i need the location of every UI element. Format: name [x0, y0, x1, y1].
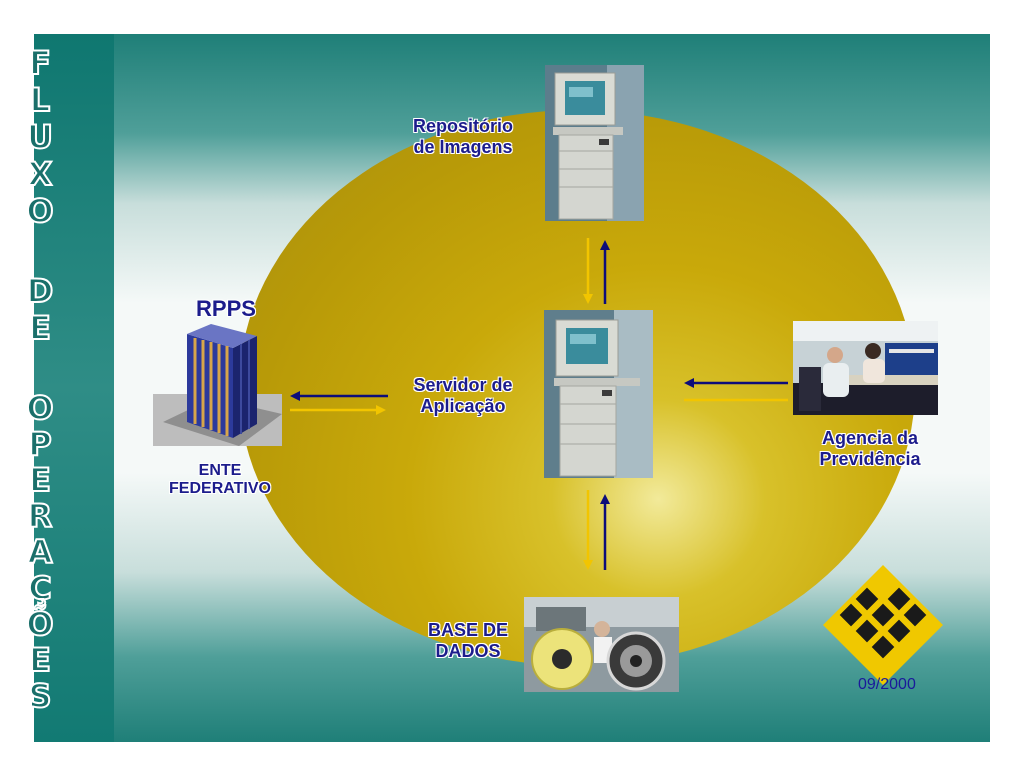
rpps-building-illustration — [153, 324, 282, 446]
database-label-line1: BASE DE — [427, 620, 508, 640]
database-label: BASE DE DADOS — [410, 620, 526, 661]
title-letter: L — [29, 81, 51, 119]
diamond-logo — [823, 565, 943, 685]
title-letter: S — [27, 677, 52, 715]
application-server-photo — [544, 310, 653, 478]
repository-label-line2: de Imagens — [413, 136, 513, 157]
title-letter: Õ — [25, 605, 54, 643]
image-repository-server-photo — [545, 65, 644, 221]
agency-label-line1: Agencia da — [821, 428, 919, 448]
title-letter: D — [26, 272, 55, 310]
social-security-agency-photo — [793, 321, 938, 415]
title-letter: O — [25, 389, 54, 427]
rpps-title: RPPS — [196, 296, 256, 321]
title-letter: A — [27, 533, 54, 571]
agency-label: Agencia da Previdência — [796, 428, 944, 469]
arrows-server-database — [583, 490, 610, 570]
application-server-label: Servidor de Aplicação — [392, 375, 534, 416]
arrows-server-repository — [583, 238, 610, 304]
application-server-label-line2: Aplicação — [420, 395, 506, 416]
title-letter: E — [28, 641, 52, 679]
title-letter: X — [27, 155, 54, 193]
rpps-caption: ENTE FEDERATIVO — [150, 462, 290, 499]
database-label-line2: DADOS — [435, 640, 501, 661]
date-label: 09/2000 — [858, 676, 916, 693]
left-title-band — [34, 34, 114, 742]
rpps-caption-line2: FEDERATIVO — [169, 480, 271, 498]
repository-label-line1: Repositório — [412, 116, 513, 136]
arrow-agency-to-server — [684, 378, 788, 402]
rpps-caption-line1: ENTE — [198, 462, 242, 479]
title-letter: P — [27, 425, 52, 463]
title-letter: R — [27, 497, 54, 535]
repository-label: Repositório de Imagens — [392, 116, 534, 157]
agency-label-line2: Previdência — [819, 448, 921, 469]
database-tapes-photo — [524, 597, 679, 692]
title-letter: E — [28, 309, 52, 347]
arrow-server-to-rpps — [290, 391, 388, 415]
title-letter: O — [25, 192, 54, 230]
title-letter: E — [28, 461, 52, 499]
title-letter: U — [26, 118, 54, 156]
title-letter: Ç — [27, 569, 52, 607]
title-letter: F — [28, 44, 52, 82]
application-server-label-line1: Servidor de — [413, 375, 513, 395]
